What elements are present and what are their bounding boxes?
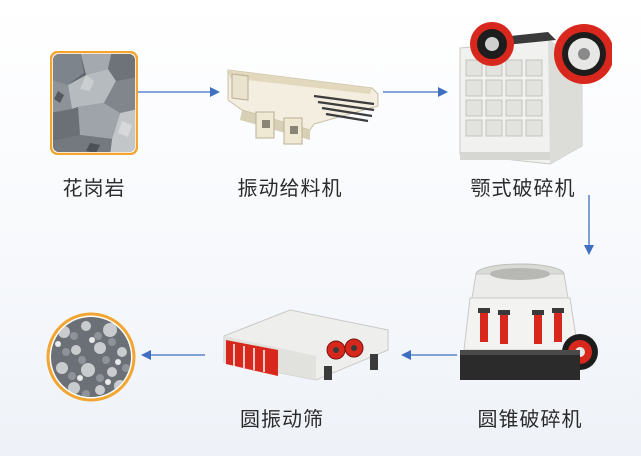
vibrating-screen-label: 圆振动筛 <box>240 407 324 431</box>
jaw-crusher-label: 颚式破碎机 <box>470 176 576 200</box>
granite-image <box>49 50 139 156</box>
cone-crusher-label: 圆锥破碎机 <box>477 407 583 431</box>
crushed-stone-product-image <box>46 312 136 402</box>
granite-label: 花岗岩 <box>62 176 126 200</box>
vibrating-feeder-label: 振动给料机 <box>237 176 343 200</box>
vibrating-feeder-image <box>222 60 382 148</box>
vibrating-screen-image <box>220 306 392 384</box>
cone-crusher-image <box>456 258 606 386</box>
jaw-crusher-image <box>452 14 614 174</box>
